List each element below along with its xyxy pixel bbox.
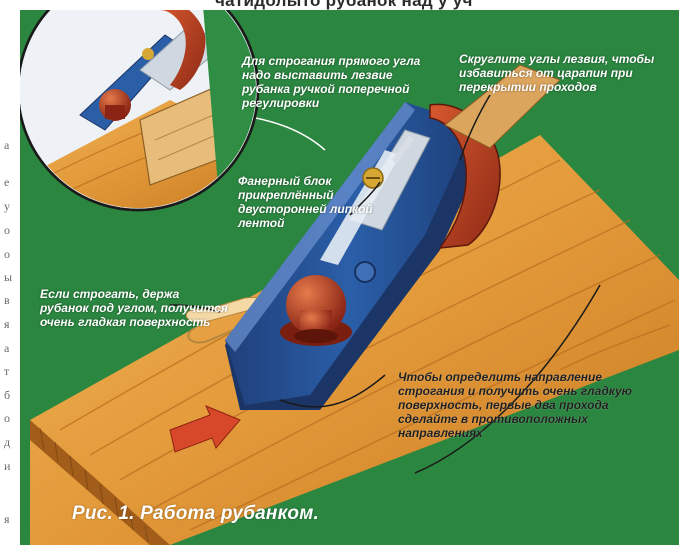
callout-round-corners: Скруглите углы лезвия, чтобы избавиться …	[459, 52, 674, 94]
margin-char: а	[4, 138, 14, 153]
callout-blade-angle: Для строгания прямого угла надо выставит…	[242, 54, 432, 110]
margin-char: у	[4, 199, 14, 214]
margin-char: б	[4, 388, 14, 403]
callout-slant: Если строгать, держа рубанок под углом, …	[40, 287, 230, 329]
margin-char: т	[4, 364, 14, 379]
margin-char: о	[4, 411, 14, 426]
margin-char: я	[4, 512, 14, 527]
margin-char: е	[4, 175, 14, 190]
margin-char: я	[4, 317, 14, 332]
margin-char: ы	[4, 270, 14, 285]
callout-direction: Чтобы определить направление строгания и…	[398, 370, 658, 440]
margin-char: о	[4, 223, 14, 238]
callout-plywood-block: Фанерный блок прикреплённый двусторонней…	[238, 174, 378, 230]
figure-caption: Рис. 1. Работа рубанком.	[72, 503, 319, 525]
margin-char: о	[4, 247, 14, 262]
margin-char: а	[4, 341, 14, 356]
margin-char: и	[4, 459, 14, 474]
margin-char: в	[4, 293, 14, 308]
margin-char: д	[4, 435, 14, 450]
